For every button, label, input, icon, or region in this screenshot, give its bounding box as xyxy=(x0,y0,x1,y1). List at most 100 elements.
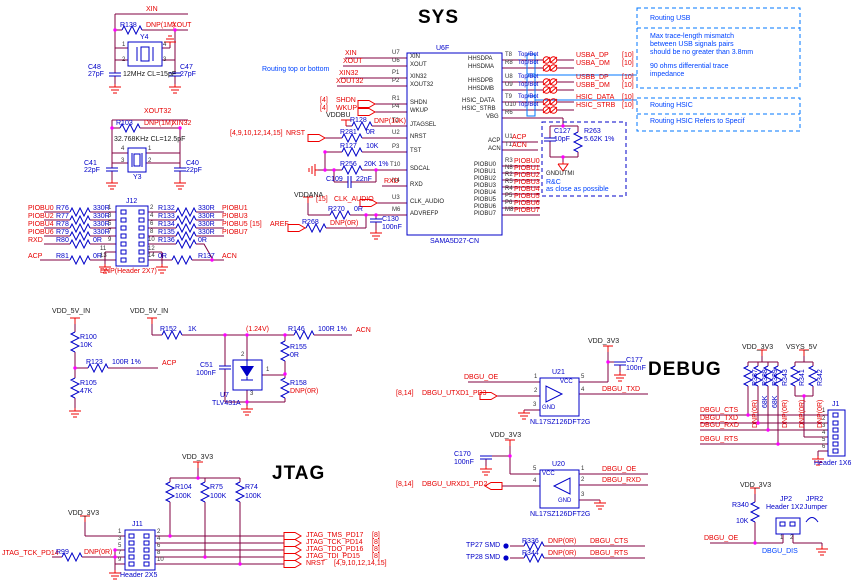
net-piobu5r: PIOBU5 xyxy=(514,193,540,200)
net-piobu1r: PIOBU1 xyxy=(514,165,540,172)
r337-ref: R337 xyxy=(752,369,759,386)
c40-ref: C40 xyxy=(186,160,199,167)
pd-r4: R4 xyxy=(505,186,513,192)
y4-ref: Y4 xyxy=(140,34,149,41)
c109-ref: C109 xyxy=(326,176,343,183)
r338-val: 68K xyxy=(762,395,769,408)
tms-sheet: [8] xyxy=(372,532,380,539)
r281-ref: R281 xyxy=(340,129,357,136)
net-usba-dm: USBA_DM xyxy=(576,60,610,67)
routing-usb-title: Routing USB xyxy=(650,15,691,22)
crystal-y4 xyxy=(127,41,163,67)
pwr-vsys5v: VSYS_5V xyxy=(786,344,818,351)
jtag-title: JTAG xyxy=(272,463,326,484)
r146-val: 100R 1% xyxy=(318,326,347,333)
j12-pin5: 5 xyxy=(108,221,112,227)
debug-title: DEBUG xyxy=(648,359,722,380)
r132-ref: R132 xyxy=(158,205,175,212)
r152-ref: R152 xyxy=(160,326,177,333)
wkup-sheet: [4] xyxy=(320,105,328,112)
r136-ref: R136 xyxy=(158,237,175,244)
net-piobu6: PIOBU6 xyxy=(28,229,54,236)
r81-ref: R81 xyxy=(56,253,69,260)
r342-ref: R342 xyxy=(817,369,824,386)
routing-usb-note-box xyxy=(636,7,801,89)
r343-val: DNP(0R) xyxy=(782,399,789,428)
pwr-vdd5v-2: VDD_5V_IN xyxy=(130,308,169,315)
pn-piobu7: PIOBU7 xyxy=(474,211,497,217)
j1-pin3: 3 xyxy=(822,423,826,429)
r138-val: DNP(1M) xyxy=(146,22,176,29)
r263-ref: R263 xyxy=(584,128,601,135)
r341-ref: R341 xyxy=(799,369,806,386)
pd-r6: R6 xyxy=(505,110,513,116)
vref-note: (1.24V) xyxy=(246,326,269,333)
r123-ref: R123 xyxy=(86,359,103,366)
r135-ref: R135 xyxy=(158,229,175,236)
r344-ref: R344 xyxy=(522,550,539,557)
r103-val: DNP(1M) xyxy=(144,120,174,127)
chip-part: SAMA5D27-CN xyxy=(430,238,480,245)
pd-m6: M6 xyxy=(392,207,401,213)
r158-ref: R158 xyxy=(290,380,307,387)
r127-val: 10K xyxy=(366,143,379,150)
y4-val: 12MHz CL=15pF xyxy=(123,71,177,78)
net-dbgu-cts: DBGU_CTS xyxy=(700,407,739,414)
pd-r2: R2 xyxy=(505,172,513,178)
tb-1: Top/Bot xyxy=(518,52,539,58)
pn-nrst: NRST xyxy=(410,134,427,140)
pwr-3v3-u20: VDD_3V3 xyxy=(490,432,522,439)
pn-piobu0: PIOBU0 xyxy=(474,162,497,168)
net-hsic-strb: HSIC_STRB xyxy=(576,102,616,109)
r268-ref: R268 xyxy=(302,219,319,226)
net-piobu6r: PIOBU6 xyxy=(514,200,540,207)
pn-tst: TST xyxy=(410,148,422,154)
y4-pin2: 2 xyxy=(122,57,126,63)
r76-val: 330R xyxy=(93,205,110,212)
net-xin32: XIN32 xyxy=(172,120,192,127)
pn-hhsdma: HHSDMA xyxy=(468,64,495,70)
wires-jtag xyxy=(52,468,284,570)
r137-val: 0R xyxy=(158,253,167,260)
r155-val: 0R xyxy=(290,352,299,359)
pd-r5: R5 xyxy=(505,179,513,185)
u21-pin2: 2 xyxy=(534,388,538,394)
tlv-pin3: 3 xyxy=(250,391,254,397)
pn-hsicdata: HSIC_DATA xyxy=(462,98,495,104)
j11-pin3: 3 xyxy=(118,536,122,542)
routing-note: Routing top or bottom xyxy=(262,66,330,73)
tb-3: Top/Bot xyxy=(518,74,539,80)
c41-ref: C41 xyxy=(84,160,97,167)
r344-val: DNP(0R) xyxy=(548,550,577,557)
r134-val: 330R xyxy=(198,221,215,228)
r100-val: 10K xyxy=(80,342,93,349)
j12-pin13: 13 xyxy=(100,253,107,259)
net-nrst2: NRST xyxy=(306,560,326,567)
rc-note-2: as close as possible xyxy=(546,186,609,193)
pn-hhsdmb: HHSDMB xyxy=(468,86,495,92)
net-tck-in: JTAG_TCK_PD14 xyxy=(2,550,59,557)
pn-xout32: XOUT32 xyxy=(410,82,434,88)
u20-ref: U20 xyxy=(552,461,565,468)
rc-note-1: R&C xyxy=(546,179,561,186)
net-tck: JTAG_TCK_PD14 xyxy=(306,539,363,546)
u21-vcc: VCC xyxy=(560,379,573,385)
pd-m8: M8 xyxy=(505,207,514,213)
net-tdo: JTAG_TDO_PD16 xyxy=(306,546,364,553)
wires-crystals xyxy=(111,13,188,180)
pn-piobu5: PIOBU5 xyxy=(474,197,497,203)
u20-pin4: 4 xyxy=(533,478,537,484)
r155-ref: R155 xyxy=(290,344,307,351)
hsic-data-sheet: [10] xyxy=(622,94,634,101)
net-dbgu-dis: DBGU_DIS xyxy=(762,548,798,555)
r256-val: 20K 1% xyxy=(364,161,389,168)
c177-ref: C177 xyxy=(626,357,643,364)
pwr-3v3-pull: VDD_3V3 xyxy=(742,344,774,351)
r281-val: 0R xyxy=(366,129,375,136)
j11-pin5: 5 xyxy=(118,543,122,549)
j12-pin8: 8 xyxy=(150,229,154,235)
net-piobu0: PIOBU0 xyxy=(28,205,54,212)
pn-wkup: WKUP xyxy=(410,108,428,114)
y3-pin4: 4 xyxy=(121,146,125,152)
